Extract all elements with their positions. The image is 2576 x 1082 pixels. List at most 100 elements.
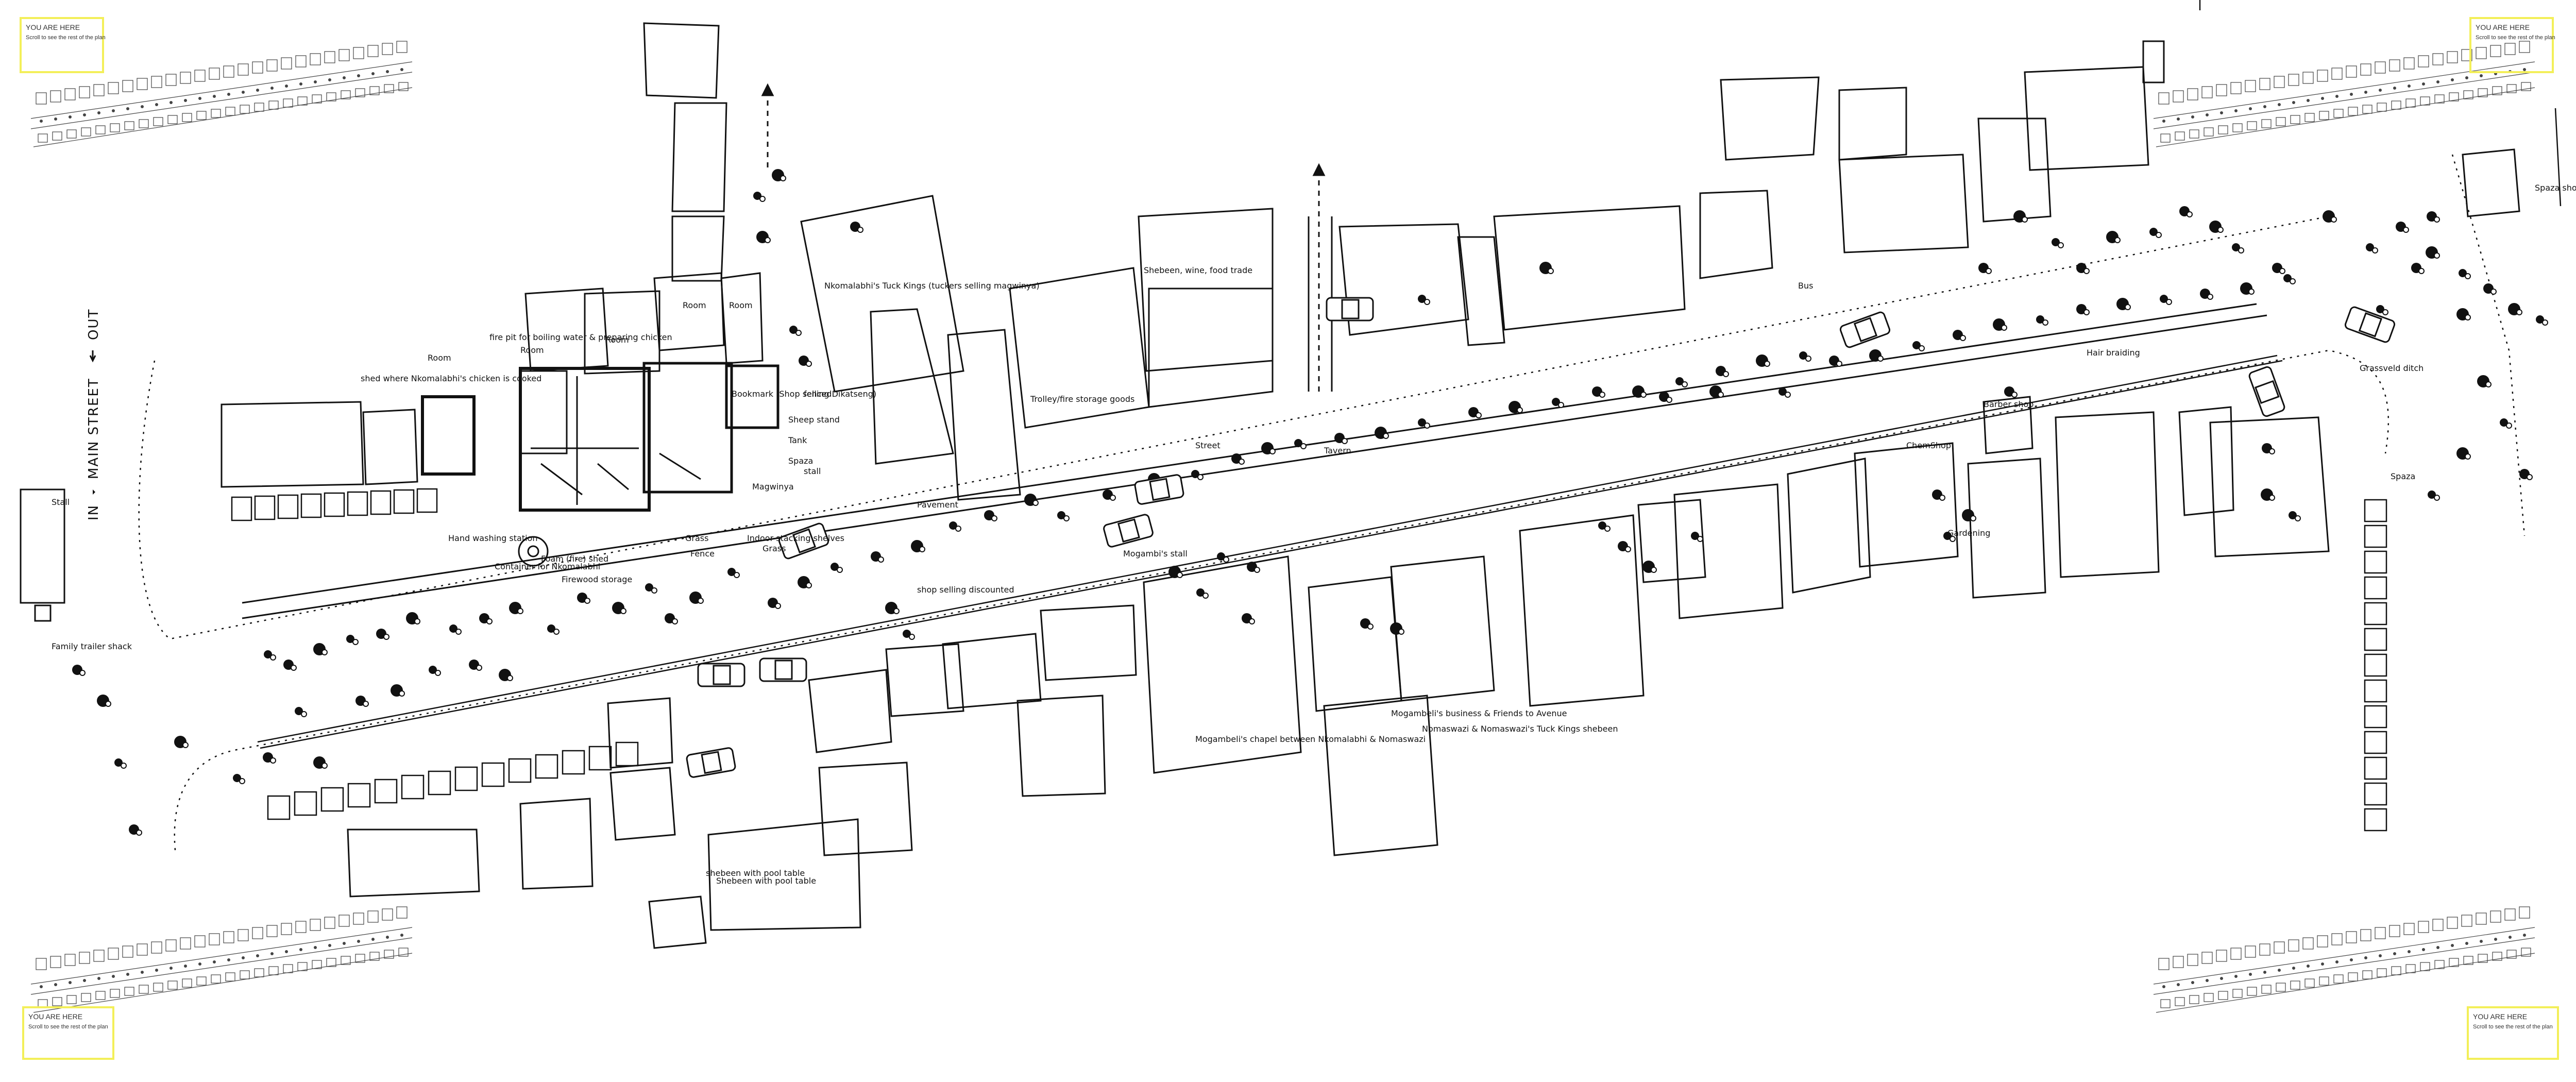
building-footprint — [1040, 604, 1137, 681]
tree-icon — [1509, 401, 1523, 413]
tree-icon — [263, 752, 276, 764]
locator-bottom-right[interactable]: YOU ARE HERE Scroll to see the rest of t… — [2153, 906, 2559, 1060]
locator-top-left[interactable]: YOU ARE HERE Scroll to see the rest of t… — [20, 17, 413, 147]
tree-icon — [903, 630, 915, 640]
tree-icon — [2396, 222, 2409, 233]
tree-icon — [1334, 433, 1348, 444]
tree-icon — [1592, 386, 1605, 398]
tree-icon — [2536, 315, 2548, 326]
annotation-label: Room — [683, 300, 706, 310]
stall-box — [300, 493, 322, 518]
tree-icon — [753, 192, 766, 202]
annotation-label: Firewood storage — [562, 574, 632, 584]
building-footprint — [1854, 442, 1959, 568]
stall-box — [2364, 499, 2387, 522]
locator-top-right[interactable]: YOU ARE HERE Scroll to see the rest of t… — [2153, 17, 2555, 147]
locator-bottom-left[interactable]: YOU ARE HERE Scroll to see the rest of t… — [22, 906, 413, 1060]
tree-icon — [313, 756, 328, 769]
tree-icon — [264, 650, 276, 661]
tree-icon — [391, 684, 405, 697]
tree-icon — [1869, 349, 1884, 362]
tree-icon — [789, 326, 802, 336]
car-icon — [2248, 366, 2285, 417]
you-are-here-title: YOU ARE HERE — [28, 1012, 82, 1021]
building-footprint — [1720, 76, 1820, 161]
tree-icon — [2477, 375, 2492, 387]
tree-icon — [295, 707, 307, 717]
tree-icon — [1691, 532, 1703, 542]
car-icon — [1839, 311, 1891, 348]
side-street — [761, 83, 1333, 392]
annotation-label: Mogambeli's chapel between Nkomalabhi & … — [1195, 734, 1426, 744]
tree-icon — [355, 696, 369, 707]
tree-icon — [2500, 418, 2512, 429]
tree-icon — [1778, 387, 1791, 398]
tree-icon — [2076, 304, 2090, 315]
stall-box — [2364, 602, 2387, 625]
annotation-label: Grass — [685, 533, 708, 543]
tree-icon — [233, 774, 245, 784]
building-footprint — [362, 409, 418, 485]
main-street-road — [138, 215, 2389, 851]
building-footprint — [607, 697, 673, 769]
building-footprint — [2055, 411, 2160, 578]
tree-icon — [1390, 622, 1404, 635]
direction-indicator: MAIN STREET IN OUT — [86, 309, 101, 520]
tree-icon — [1993, 318, 2007, 331]
annotation-label: Bus — [1798, 281, 1813, 291]
building-footprint — [584, 290, 660, 375]
tree-icon — [1756, 354, 1770, 367]
tree-icon — [2456, 447, 2471, 460]
annotation-label: Nomaswazi & Nomaswazi's Tuck Kings shebe… — [1422, 724, 1618, 734]
tree-icon — [2459, 269, 2471, 279]
tree-icon — [2179, 206, 2193, 217]
tree-icon — [2508, 303, 2522, 315]
tree-icon — [509, 602, 523, 614]
tree-icon — [2116, 298, 2131, 310]
tree-icon — [376, 629, 389, 640]
tree-icon — [911, 540, 925, 552]
tree-icon — [1168, 566, 1183, 578]
stall-box — [2364, 576, 2387, 600]
building-footprint — [1143, 555, 1302, 774]
building-footprint — [1787, 458, 1871, 594]
tree-icon — [429, 666, 441, 676]
tree-icon — [2411, 263, 2425, 274]
annotation-label: Container for Nkomalabhi — [495, 562, 600, 571]
stall-box — [2364, 808, 2387, 832]
building-footprint — [2024, 66, 2149, 171]
stall-box — [267, 795, 291, 820]
stall-box — [454, 766, 478, 791]
tree-icon — [1196, 588, 1209, 599]
you-are-here-title: YOU ARE HERE — [26, 23, 80, 31]
tree-icon — [577, 593, 590, 604]
annotation-label: fire pit for boiling water & preparing c… — [489, 332, 672, 342]
stall-box — [535, 754, 558, 779]
tree-icon — [2376, 305, 2388, 315]
tree-icon — [1024, 494, 1039, 506]
car-icon — [1134, 474, 1184, 505]
you-are-here-box — [2469, 17, 2554, 73]
tree-icon — [1103, 489, 1116, 501]
annotation-label: Room — [428, 353, 451, 363]
arrow-out-icon — [89, 350, 96, 363]
stall-box — [508, 758, 532, 783]
annotation-label: shop selling discounted — [917, 585, 1014, 595]
tree-icon — [1468, 407, 1482, 418]
stall-box — [2364, 628, 2387, 651]
tree-icon — [1912, 341, 1925, 351]
annotation-label: Hair braiding — [2087, 348, 2140, 358]
tree-icon — [1632, 385, 1647, 398]
tree-icon — [727, 568, 740, 578]
tree-icon — [665, 613, 678, 624]
tree-icon — [1057, 511, 1070, 521]
building-footprint — [947, 329, 1021, 501]
tree-icon — [768, 598, 781, 609]
tree-icon — [1618, 541, 1631, 552]
annotation-label: Mogambi's stall — [1123, 549, 1188, 559]
tree-icon — [2426, 246, 2440, 259]
tree-icon — [72, 665, 86, 676]
stall-box — [347, 491, 368, 516]
tree-icon — [2240, 282, 2255, 295]
